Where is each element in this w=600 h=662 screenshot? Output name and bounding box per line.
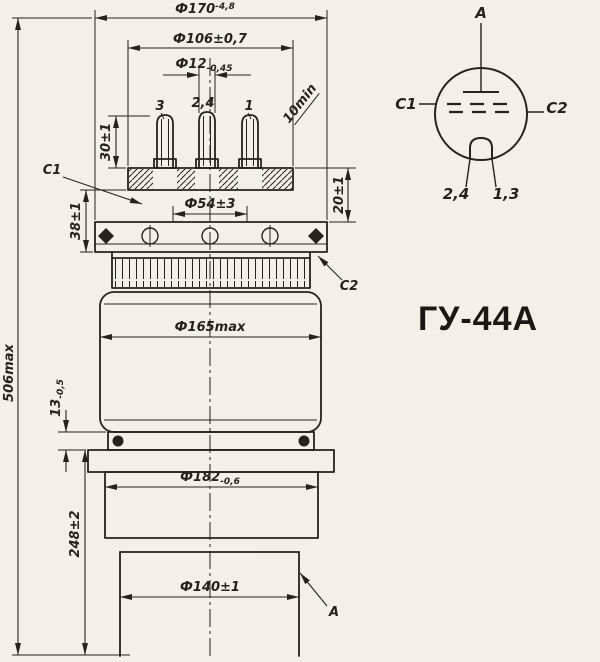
mounting-flange: [94, 221, 328, 253]
tube-schematic-symbol: A C1 C2 2,4 1,3: [395, 4, 567, 203]
dim-phi106: Ф106±0,7: [127, 32, 294, 166]
pin-number-24: 2,4: [191, 96, 214, 111]
dim-38-text: 38±1: [69, 202, 84, 240]
dim-phi54: Ф54±3: [172, 197, 248, 222]
dim-phi12: Ф12-0,45: [163, 57, 251, 113]
dim-38: 38±1: [69, 189, 126, 253]
label-a: A: [299, 572, 339, 620]
dim-phi106-text: Ф106±0,7: [173, 32, 248, 47]
schematic-pins-13-label: 1,3: [493, 185, 520, 203]
label-c2: C2: [317, 255, 359, 294]
lower-skirt: [104, 471, 319, 539]
label-c1-text: C1: [43, 163, 62, 178]
dim-248-text: 248±2: [68, 510, 83, 557]
dim-phi140: Ф140±1: [120, 580, 299, 600]
dim-phi165: Ф165max: [100, 320, 321, 340]
dim-10min: 10min: [280, 81, 320, 126]
schematic-grid1-label: C1: [395, 95, 416, 113]
dim-13: 13-0,5: [49, 379, 106, 472]
dim-30-text: 30±1: [99, 123, 114, 161]
dim-phi170: Ф170-4,8: [94, 2, 328, 220]
dim-506: 506max: [2, 17, 130, 656]
dim-30: 30±1: [99, 115, 150, 169]
cathode-electrode: [469, 136, 493, 159]
schematic-anode-label: A: [474, 4, 487, 22]
schematic-grid2-label: C2: [546, 99, 567, 117]
flange-key-diamond-right: [308, 228, 324, 244]
label-a-text: A: [328, 605, 339, 620]
base-flange: [87, 449, 335, 473]
dim-phi182: Ф182-0,6: [105, 470, 318, 490]
dim-phi170-text: Ф170-4,8: [175, 2, 235, 17]
tube-type-label: ГУ-44А: [418, 300, 538, 338]
dim-13-text: 13-0,5: [49, 379, 66, 417]
dim-phi140-text: Ф140±1: [180, 580, 240, 595]
flange-key-diamond-left: [98, 228, 114, 244]
gasket-ring: [107, 431, 315, 451]
dim-506-text: 506max: [2, 343, 17, 401]
schematic-pins-24-label: 2,4: [443, 185, 470, 203]
label-c2-text: C2: [340, 279, 359, 294]
top-plate: [127, 167, 294, 191]
envelope-circle: [434, 67, 528, 161]
seal-ring: [111, 251, 311, 289]
dim-10min-text: 10min: [280, 81, 320, 126]
dim-phi165-text: Ф165max: [175, 320, 246, 335]
dim-20: 20±1: [295, 167, 356, 223]
pin-numbers: 3 2,4 1: [155, 96, 254, 120]
dim-phi12-text: Ф12-0,45: [176, 57, 233, 74]
dim-248: 248±2: [68, 450, 88, 655]
tube-pins: [153, 111, 262, 169]
tube-outline: [87, 111, 335, 657]
pin-number-3: 3: [155, 99, 164, 114]
dim-phi182-text: Ф182-0,6: [180, 470, 240, 487]
dim-20-text: 20±1: [332, 176, 347, 214]
bottom-cylinder: [119, 551, 300, 657]
dim-phi54-text: Ф54±3: [185, 197, 236, 212]
pin-number-1: 1: [244, 99, 253, 114]
